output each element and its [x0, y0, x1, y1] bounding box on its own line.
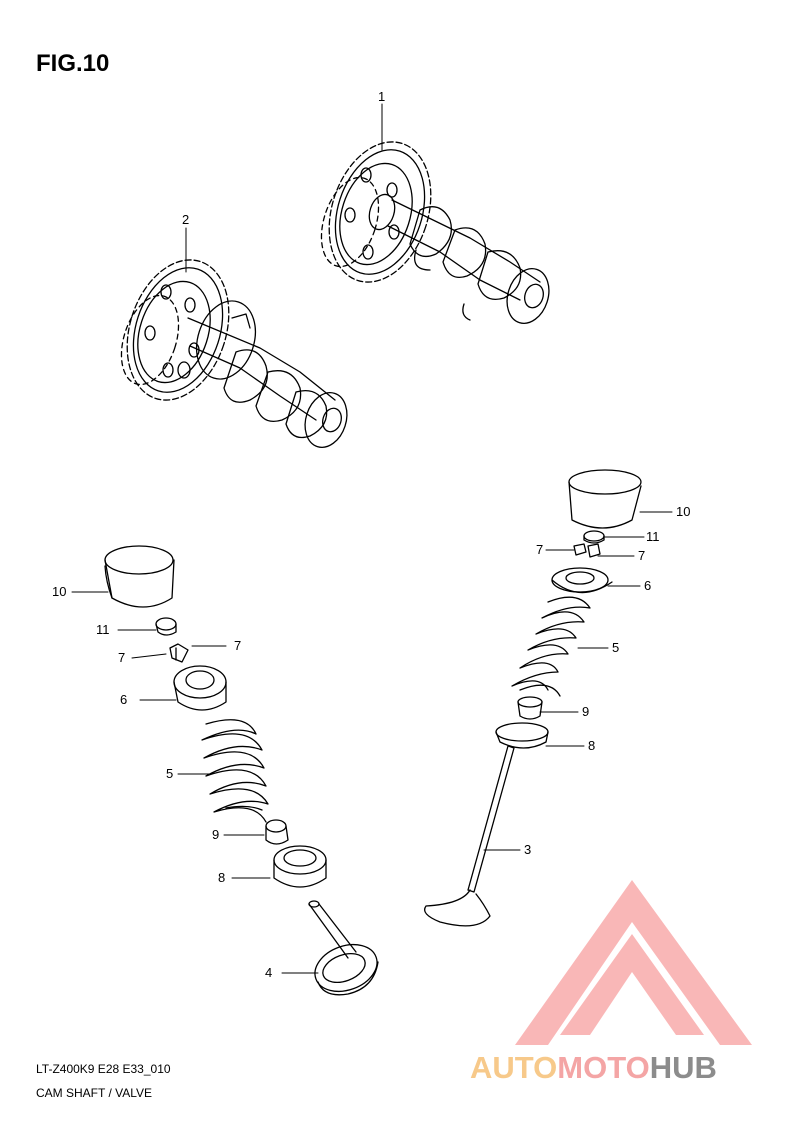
- spring-seat-left: [273, 845, 327, 888]
- model-code: LT-Z400K9 E28 E33_010: [36, 1062, 171, 1076]
- leader-lines: [71, 103, 673, 974]
- watermark-logo-icon: [515, 880, 752, 1045]
- callout-7-right-a: 7: [536, 542, 544, 557]
- callout-11-right: 11: [646, 529, 660, 544]
- callout-8-right: 8: [588, 738, 596, 753]
- callout-6-right: 6: [644, 578, 652, 593]
- callout-9-left: 9: [212, 827, 220, 842]
- stem-seal-right: [517, 696, 543, 720]
- cotters-right: [573, 543, 601, 558]
- callout-7-left-a: 7: [118, 650, 126, 665]
- callout-5-left: 5: [166, 766, 174, 781]
- watermark-word-hub: HUB: [649, 1050, 717, 1085]
- callout-9-right: 9: [582, 704, 590, 719]
- shim-right: [583, 530, 605, 544]
- retainer-left: [173, 665, 227, 711]
- watermark-word-moto: MOTO: [557, 1050, 650, 1085]
- spring-seat-right: [495, 722, 549, 749]
- callout-11-left: 11: [96, 622, 110, 637]
- callout-6-left: 6: [120, 692, 128, 707]
- callout-4: 4: [265, 965, 273, 980]
- spring-right: [511, 596, 591, 697]
- callout-2: 2: [182, 212, 190, 227]
- section-name: CAM SHAFT / VALVE: [36, 1086, 153, 1100]
- callout-5-right: 5: [612, 640, 620, 655]
- tappet-right: [568, 469, 642, 529]
- cotters-left: [169, 643, 189, 663]
- retainer-right: [551, 567, 613, 594]
- watermark-wordmark: AUTOMOTOHUB: [470, 1050, 717, 1086]
- callout-7-left-b: 7: [234, 638, 242, 653]
- camshaft-intake: [320, 141, 550, 324]
- shim-left: [155, 617, 177, 636]
- callout-10-left: 10: [52, 584, 67, 599]
- valve-right: [423, 745, 515, 927]
- stem-seal-left: [265, 819, 289, 845]
- tappet-left: [104, 545, 175, 608]
- callout-3: 3: [524, 842, 532, 857]
- spring-left: [201, 719, 269, 823]
- callout-10-right: 10: [676, 504, 691, 519]
- callout-7-right-b: 7: [638, 548, 646, 563]
- valve-left: [308, 900, 379, 996]
- watermark-word-auto: AUTO: [470, 1050, 558, 1085]
- camshaft-exhaust: [120, 259, 348, 448]
- callout-8-left: 8: [218, 870, 226, 885]
- figure-title: FIG.10: [36, 50, 110, 77]
- callout-1: 1: [378, 89, 386, 104]
